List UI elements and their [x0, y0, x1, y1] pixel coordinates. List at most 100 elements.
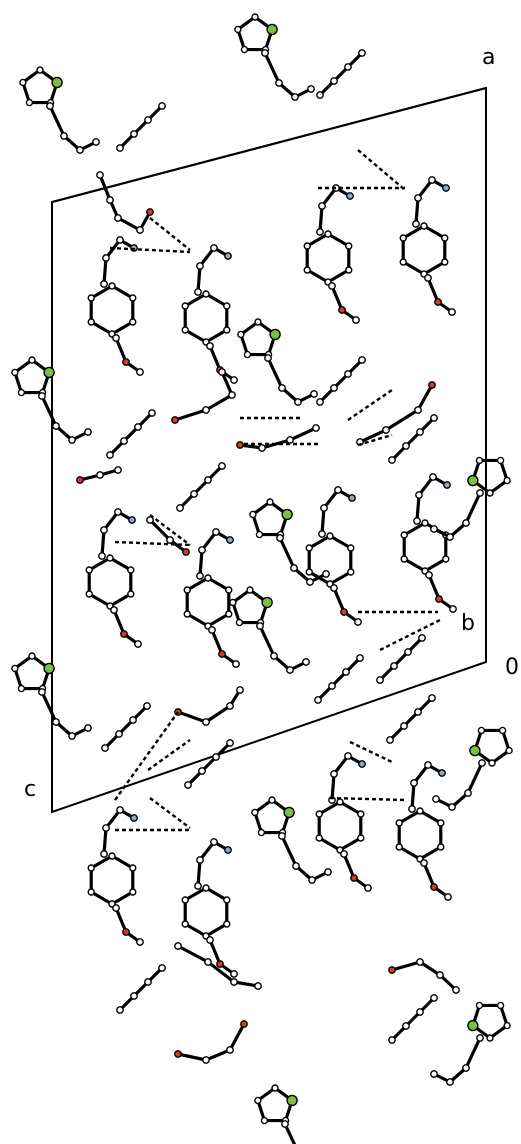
carbon-atom — [326, 532, 334, 540]
bond — [410, 781, 416, 811]
bond — [328, 570, 353, 586]
oxygen-atom — [434, 298, 442, 306]
bond — [220, 370, 234, 397]
carbon-atom — [100, 280, 108, 288]
carbon-atom — [166, 536, 174, 544]
carbon-atom — [254, 982, 262, 990]
carbon-atom — [414, 406, 422, 414]
carbon-atom — [134, 423, 142, 431]
carbon-atom — [415, 491, 423, 499]
bond — [418, 809, 443, 825]
sulfur-atom — [269, 328, 281, 341]
carbon-atom — [202, 406, 210, 414]
carbon-atom — [194, 882, 202, 890]
carbon-atom — [286, 666, 294, 674]
carbon-atom — [428, 176, 436, 184]
carbon-atom — [204, 574, 212, 582]
carbon-atom — [258, 444, 266, 452]
bond — [263, 51, 281, 85]
bond — [89, 320, 114, 336]
carbon-atom — [210, 244, 218, 252]
carbon-atom — [144, 116, 152, 124]
sulfur-atom — [43, 366, 55, 379]
bond — [204, 328, 229, 344]
sulfur-atom — [43, 662, 55, 675]
carbon-atom — [347, 544, 355, 552]
carbon-atom — [316, 398, 324, 406]
carbon-atom — [223, 920, 231, 928]
carbon-atom — [232, 660, 240, 668]
carbon-atom — [198, 767, 206, 775]
nitrogen-atom — [346, 192, 354, 200]
carbon-atom — [183, 610, 191, 618]
carbon-atom — [116, 1006, 124, 1014]
oxygen-atom — [340, 608, 348, 616]
carbon-atom — [303, 266, 311, 274]
axis-label-origin: 0 — [505, 655, 519, 680]
carbon-atom — [306, 578, 314, 586]
sulfur-atom — [281, 508, 293, 521]
carbon-atom — [357, 834, 365, 842]
bond — [342, 852, 356, 880]
bond — [183, 922, 208, 938]
bond — [183, 886, 208, 902]
nitrogen-atom — [438, 769, 446, 777]
sulfur-atom — [286, 1094, 298, 1107]
bond — [87, 556, 112, 572]
carbon-atom — [60, 132, 68, 140]
carbon-atom — [84, 724, 92, 732]
carbon-atom — [292, 862, 300, 870]
carbon-atom — [428, 694, 436, 702]
carbon-atom — [146, 516, 154, 524]
carbon-atom — [112, 334, 120, 342]
bond — [317, 800, 342, 816]
carbon-atom — [478, 759, 486, 767]
carbon-atom — [334, 486, 342, 494]
carbon-atom — [206, 936, 214, 944]
bond — [305, 232, 330, 248]
carbon-atom — [96, 171, 104, 179]
bond — [305, 268, 330, 284]
carbon-atom — [388, 1036, 396, 1044]
carbon-atom — [464, 789, 472, 797]
carbon-atom — [254, 318, 262, 326]
oxygen-atom — [146, 208, 154, 216]
carbon-atom — [102, 824, 110, 832]
carbon-atom — [418, 634, 426, 642]
carbon-atom — [462, 519, 470, 527]
oxygen-atom — [182, 548, 190, 556]
carbon-atom — [87, 864, 95, 872]
carbon-atom — [194, 288, 202, 296]
hydrogen-bond — [347, 389, 393, 421]
carbon-atom — [268, 796, 276, 804]
carbon-atom — [376, 676, 384, 684]
bond — [204, 886, 229, 902]
carbon-atom — [345, 242, 353, 250]
bond — [338, 836, 363, 852]
carbon-atom — [114, 508, 122, 516]
bond — [402, 557, 427, 573]
carbon-atom — [278, 832, 286, 840]
carbon-atom — [202, 884, 210, 892]
carbon-atom — [181, 920, 189, 928]
carbon-atom — [276, 534, 284, 542]
carbon-atom — [234, 25, 242, 34]
carbon-atom — [108, 282, 116, 290]
carbon-atom — [218, 368, 226, 376]
carbon-atom — [400, 531, 408, 539]
carbon-atom — [235, 618, 244, 627]
carbon-atom — [76, 146, 84, 154]
oxygen-atom — [350, 874, 358, 882]
carbon-atom — [315, 810, 323, 818]
bond — [328, 534, 353, 550]
bond — [176, 710, 208, 724]
carbon-atom — [158, 102, 166, 110]
carbon-atom — [181, 896, 189, 904]
carbon-atom — [316, 91, 324, 99]
carbon-atom — [425, 571, 433, 579]
carbon-atom — [386, 736, 394, 744]
hydrogen-bond — [147, 739, 191, 771]
carbon-atom — [196, 572, 204, 580]
carbon-atom — [87, 318, 95, 326]
carbon-atom — [324, 230, 332, 238]
